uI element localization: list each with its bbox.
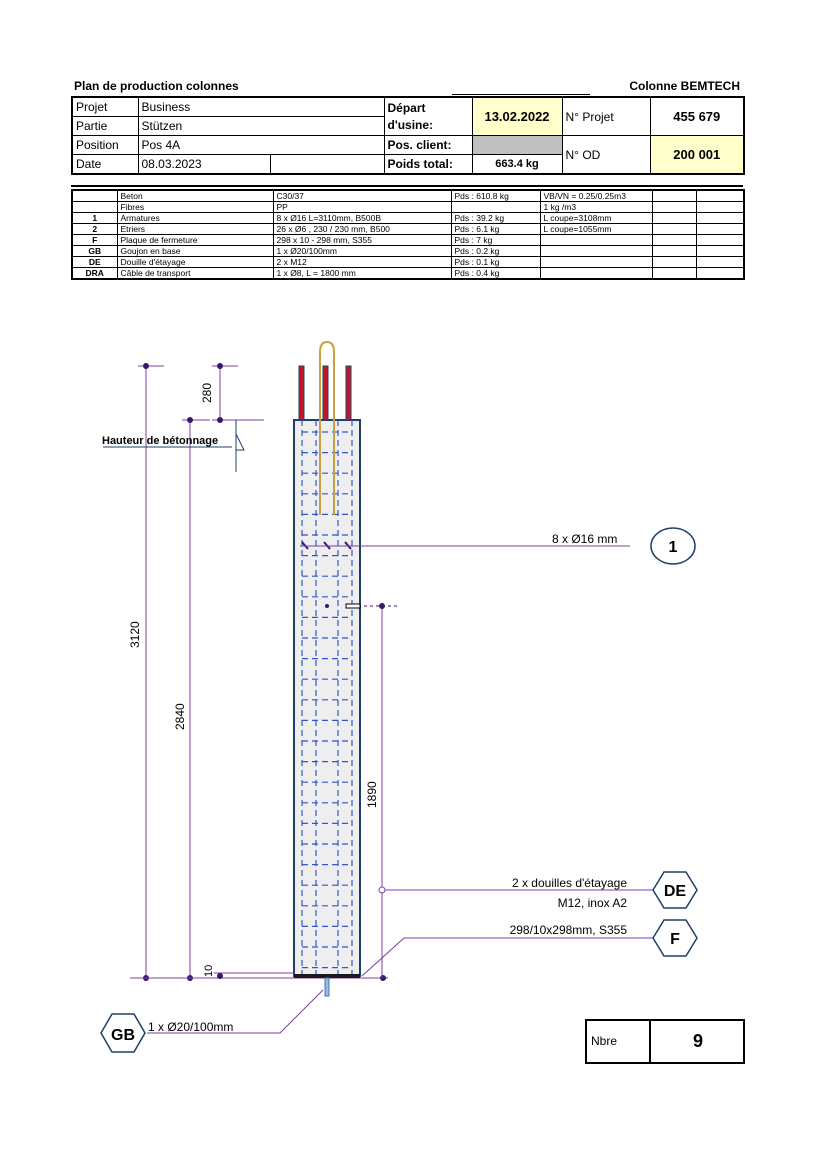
project-info-table: Projet Business Départ d'usine: 13.02.20… bbox=[71, 96, 746, 175]
material-code: DRA bbox=[71, 267, 118, 280]
position-label: Position bbox=[71, 135, 139, 155]
count-label: Nbre bbox=[587, 1021, 651, 1062]
dot bbox=[379, 603, 385, 609]
sleeve-tag-hex bbox=[652, 871, 698, 909]
depart-label: Départ d'usine: bbox=[383, 96, 473, 136]
count-value: 9 bbox=[692, 1031, 703, 1051]
dowel-callout: 1 x Ø20/100mm bbox=[148, 1020, 233, 1034]
plate-tag-hex bbox=[652, 919, 698, 957]
rebar-tag-circle bbox=[650, 527, 696, 565]
count-box: Nbre 9 bbox=[585, 1019, 745, 1064]
dowel-tag: GB bbox=[111, 1027, 135, 1044]
dim-total bbox=[138, 365, 164, 979]
dot bbox=[217, 363, 223, 369]
date-label: Date bbox=[71, 154, 139, 175]
rebar-callout: 8 x Ø16 mm bbox=[552, 532, 617, 546]
dot bbox=[217, 417, 223, 423]
poids-value: 663.4 kg bbox=[471, 154, 563, 175]
sleeve-marker bbox=[378, 886, 386, 894]
dim-total-label: 3120 bbox=[128, 621, 142, 648]
dim-top bbox=[212, 365, 264, 421]
dot bbox=[217, 973, 223, 979]
column-body bbox=[293, 419, 361, 977]
header-divider bbox=[452, 94, 590, 95]
dim-top-label: 280 bbox=[200, 383, 214, 403]
dim-concrete-label: 2840 bbox=[173, 703, 187, 730]
hauteur-label: Hauteur de bétonnage bbox=[102, 435, 218, 447]
sleeve-callout-1: 2 x douilles d'étayage bbox=[512, 876, 627, 890]
position-value: Pos 4A bbox=[137, 135, 385, 155]
material-empty bbox=[695, 267, 745, 280]
dot bbox=[325, 604, 329, 608]
table-separator bbox=[71, 185, 743, 187]
protruding-rebars bbox=[298, 365, 352, 421]
page-title: Plan de production colonnes bbox=[74, 79, 239, 93]
dowel bbox=[324, 977, 330, 997]
hauteur-marker bbox=[103, 420, 245, 472]
dot bbox=[380, 975, 386, 981]
plate-callout: 298/10x298mm, S355 bbox=[510, 923, 628, 937]
sleeve-symbol bbox=[345, 603, 361, 609]
depart-value: 13.02.2022 bbox=[471, 96, 563, 136]
nod-label: N° OD bbox=[561, 135, 651, 175]
plate-tag: F bbox=[670, 931, 680, 948]
dim-bottom-label: 10 bbox=[203, 965, 215, 977]
projet-value: Business bbox=[137, 96, 385, 117]
dot bbox=[187, 417, 193, 423]
material-weight: Pds : 0.4 kg bbox=[450, 267, 541, 280]
nod-value: 200 001 bbox=[649, 135, 745, 175]
sleeve-callout-2: M12, inox A2 bbox=[558, 896, 628, 910]
company-name: Colonne BEMTECH bbox=[629, 79, 740, 93]
dim-sleeve-label: 1890 bbox=[365, 781, 379, 808]
poids-label: Poids total: bbox=[383, 154, 473, 175]
pos-client-value bbox=[471, 135, 563, 155]
stirrups bbox=[302, 431, 352, 969]
rebar-tag: 1 bbox=[669, 539, 678, 556]
material-empty bbox=[695, 256, 745, 268]
nprojet-label: N° Projet bbox=[561, 96, 651, 136]
sleeve-tag: DE bbox=[664, 883, 687, 900]
dot bbox=[143, 363, 149, 369]
date-extra bbox=[269, 154, 385, 175]
partie-label: Partie bbox=[71, 116, 139, 136]
date-value: 08.03.2023 bbox=[137, 154, 271, 175]
rebar-dashed-lines bbox=[301, 420, 353, 976]
dowel-leader bbox=[147, 989, 324, 1034]
base-plate bbox=[294, 974, 360, 978]
plate-leader bbox=[361, 937, 656, 977]
dim-concrete bbox=[182, 419, 210, 978]
dowel-tag-hex bbox=[100, 1013, 146, 1053]
pos-client-label: Pos. client: bbox=[383, 135, 473, 155]
transport-cable bbox=[319, 340, 335, 515]
